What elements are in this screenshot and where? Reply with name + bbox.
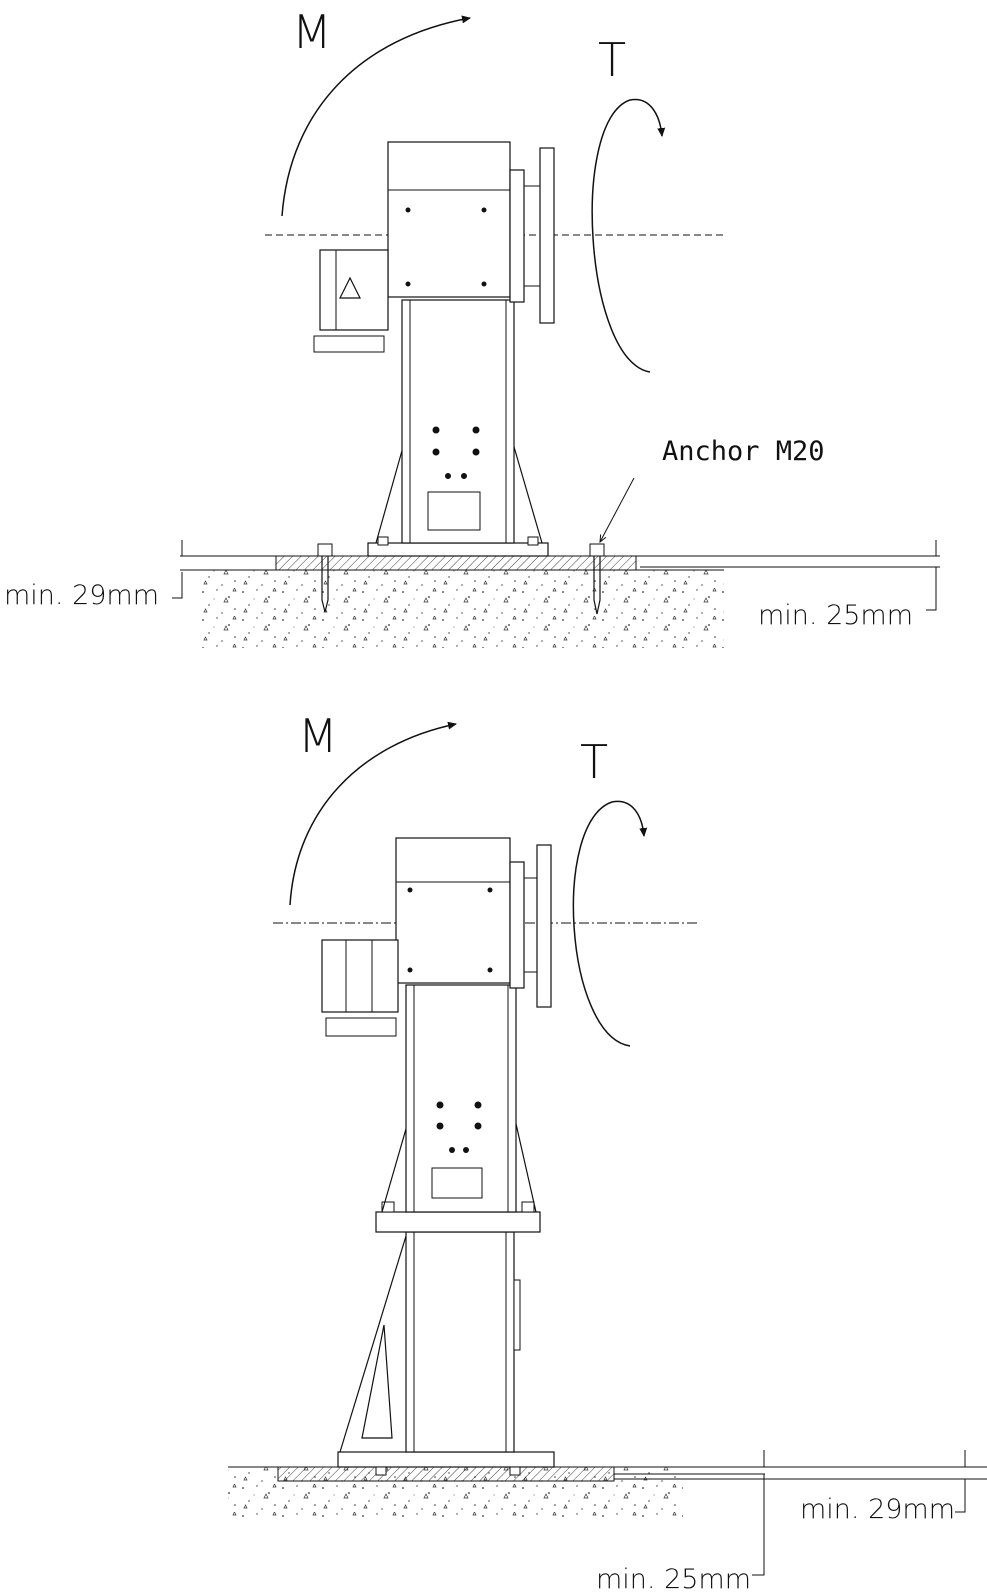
dimension-left-label: min. 29mm (4, 580, 159, 611)
torque-arrow-icon (591, 98, 666, 373)
gusset-right (511, 439, 543, 544)
base-plate (337, 1451, 555, 1468)
riser-gusset (339, 1235, 407, 1453)
moment-label: M (292, 5, 332, 59)
spindle-housing (509, 861, 525, 989)
gusset-left (381, 1114, 411, 1213)
anchor-label: Anchor M20 (662, 436, 825, 467)
anchor-leader-line (600, 477, 635, 542)
faceplate (536, 844, 552, 1008)
moment-arrow-icon (281, 15, 471, 217)
base-bolt (509, 1466, 521, 1476)
dimension-right-label: min. 29mm (800, 1494, 955, 1525)
base-bolt (527, 536, 539, 546)
top-view: M T Anchor M20 min. 29mm min. 25mm (4, 5, 940, 648)
torque-label: T (580, 735, 608, 789)
anchor-bolt-left (317, 543, 333, 613)
pedestal-riser (405, 1231, 515, 1453)
torque-label: T (598, 33, 626, 87)
dimension-marker-bottom (752, 1450, 765, 1576)
gusset-cutout (361, 1324, 393, 1439)
base-bolt (375, 1466, 387, 1476)
dimension-bottom-label: min. 25mm (596, 1564, 751, 1595)
grout-layer (275, 555, 637, 571)
gusset-left (375, 439, 406, 544)
concrete-floor (200, 570, 724, 648)
nameplate (431, 1167, 483, 1199)
motor (321, 939, 399, 1013)
nameplate (427, 491, 481, 531)
warning-icon (339, 276, 361, 299)
riser-flange (375, 1211, 541, 1233)
dimension-marker-left (172, 540, 183, 599)
faceplate (539, 147, 555, 324)
moment-label: M (298, 709, 338, 763)
sensor (313, 335, 385, 353)
torque-arrow-icon (572, 800, 648, 1047)
bottom-view: M T min. 29mm min. 25mm (228, 709, 987, 1595)
dimension-marker-right (926, 540, 937, 611)
column-bolts (436, 1101, 482, 1153)
base-bolt (377, 536, 389, 546)
column-bolts (432, 426, 480, 479)
base-plate (367, 542, 549, 557)
sensor (325, 1017, 397, 1037)
motor (319, 249, 389, 331)
grout-layer (277, 1466, 615, 1482)
dimension-right-label: min. 25mm (758, 600, 913, 631)
gearbox-head (395, 837, 511, 984)
dimension-marker-right (955, 1450, 966, 1513)
gearbox-head (387, 141, 511, 298)
moment-arrow-icon (289, 721, 457, 906)
spindle-housing (509, 169, 525, 303)
gusset-right (513, 1114, 537, 1213)
anchor-bolt-right (589, 543, 605, 615)
